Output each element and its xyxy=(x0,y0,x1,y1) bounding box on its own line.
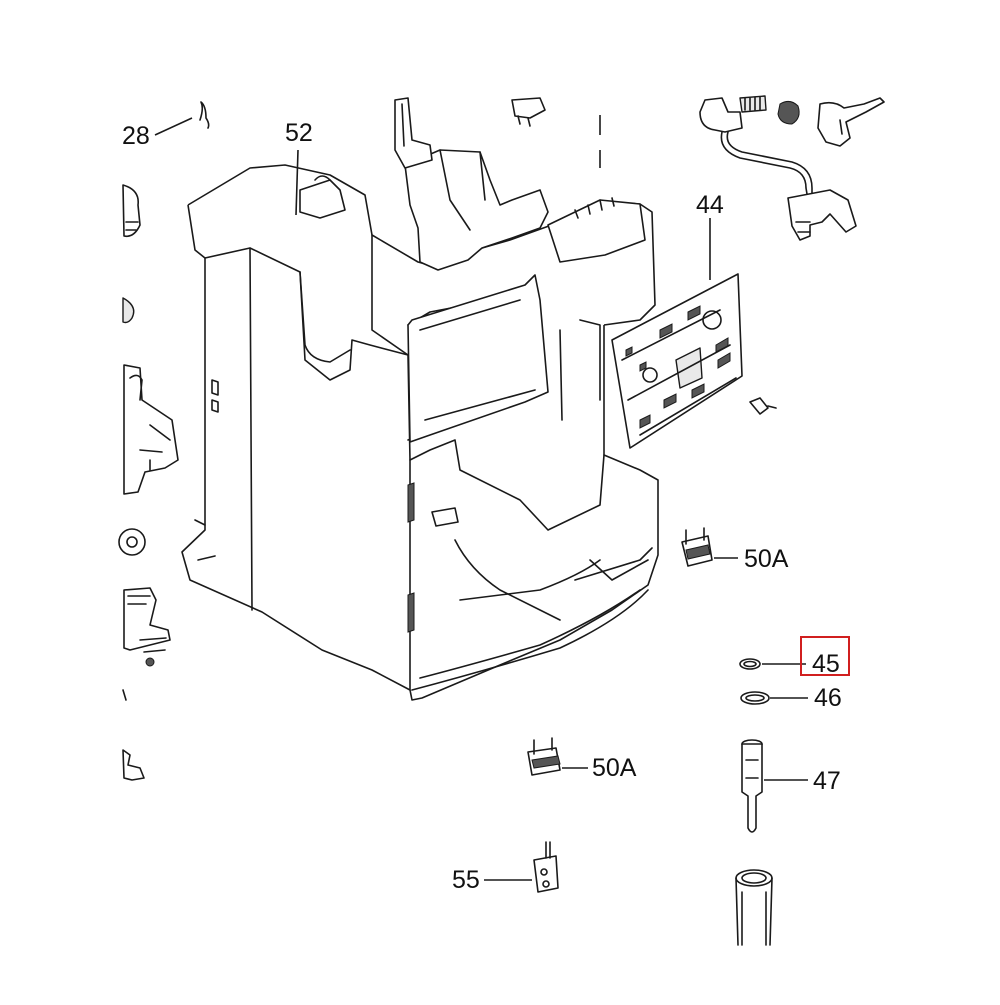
callout-46: 46 xyxy=(814,684,842,712)
bottom-tube xyxy=(735,869,773,946)
bracket-55 xyxy=(484,841,559,893)
callout-28: 28 xyxy=(122,122,150,150)
clip-50a-bottom xyxy=(527,737,588,776)
leader-52 xyxy=(295,149,299,216)
callout-44: 44 xyxy=(696,191,724,219)
callout-47: 47 xyxy=(813,767,841,795)
highlight-box-45 xyxy=(800,636,850,676)
valve-assembly xyxy=(699,95,885,241)
main-housing-frame xyxy=(181,97,659,701)
callout-45: 45 xyxy=(812,650,840,678)
callout-50a-bottom: 50A xyxy=(592,754,637,782)
o-ring-45 xyxy=(739,658,806,670)
circuit-board xyxy=(611,218,777,449)
callout-55: 55 xyxy=(452,866,480,894)
clip-50a-top xyxy=(681,527,738,567)
callout-50a-top: 50A xyxy=(744,545,789,573)
o-ring-46 xyxy=(740,691,808,705)
callout-52: 52 xyxy=(285,119,313,147)
part-28-wire xyxy=(154,101,210,136)
nozzle-47 xyxy=(741,739,808,833)
left-partial-parts xyxy=(118,184,179,781)
